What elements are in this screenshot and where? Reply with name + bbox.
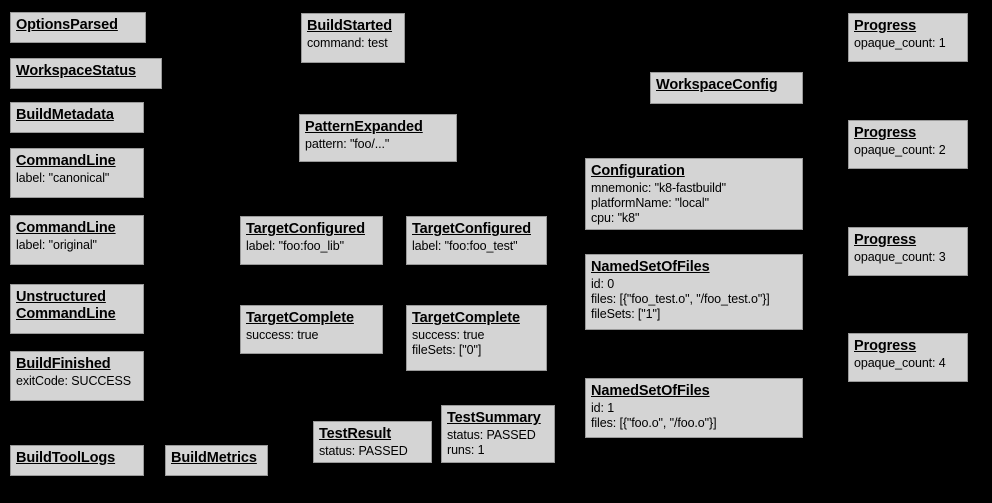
node-title: CommandLine [16,153,116,169]
node-command-line-original[interactable]: CommandLine label: "original" [10,215,144,265]
node-title: Progress [854,338,917,354]
node-fields: command: test [307,36,388,51]
node-title: OptionsParsed [16,17,118,33]
node-title: TestResult [319,426,392,442]
node-title: Unstructured CommandLine [16,289,116,323]
node-test-result[interactable]: TestResult status: PASSED [313,421,432,463]
node-progress-3[interactable]: Progress opaque_count: 3 [848,227,968,276]
node-target-complete-test[interactable]: TargetComplete success: true fileSets: ["… [406,305,547,371]
node-title: Progress [854,18,917,34]
node-test-summary[interactable]: TestSummary status: PASSED runs: 1 [441,405,555,463]
node-title: BuildMetadata [16,107,114,123]
node-title: BuildMetrics [171,450,257,466]
node-title: TargetConfigured [246,221,365,237]
node-named-set-of-files-0[interactable]: NamedSetOfFiles id: 0 files: [{"foo_test.… [585,254,803,330]
node-fields: opaque_count: 1 [854,36,946,51]
node-fields: opaque_count: 2 [854,143,946,158]
node-title: Progress [854,125,917,141]
node-build-tool-logs[interactable]: BuildToolLogs [10,445,144,476]
node-configuration[interactable]: Configuration mnemonic: "k8-fastbuild" pl… [585,158,803,230]
node-fields: pattern: "foo/..." [305,137,390,152]
node-fields: id: 0 files: [{"foo_test.o", "/foo_test.… [591,277,770,321]
node-title: WorkspaceConfig [656,77,778,93]
node-progress-1[interactable]: Progress opaque_count: 1 [848,13,968,62]
node-fields: label: "original" [16,238,97,253]
node-fields: label: "canonical" [16,171,110,186]
node-fields: id: 1 files: [{"foo.o", "/foo.o"}] [591,401,717,430]
node-title: BuildFinished [16,356,111,372]
node-title: WorkspaceStatus [16,63,136,79]
node-target-configured-lib[interactable]: TargetConfigured label: "foo:foo_lib" [240,216,383,265]
node-title: TargetConfigured [412,221,531,237]
node-workspace-config[interactable]: WorkspaceConfig [650,72,803,104]
node-pattern-expanded[interactable]: PatternExpanded pattern: "foo/..." [299,114,457,162]
node-title: NamedSetOfFiles [591,383,710,399]
node-target-configured-test[interactable]: TargetConfigured label: "foo:foo_test" [406,216,547,265]
node-title: TargetComplete [412,310,520,326]
node-unstructured-command-line[interactable]: Unstructured CommandLine [10,284,144,334]
node-title: PatternExpanded [305,119,423,135]
node-title: BuildStarted [307,18,393,34]
node-progress-2[interactable]: Progress opaque_count: 2 [848,120,968,169]
node-fields: opaque_count: 4 [854,356,946,371]
node-title: CommandLine [16,220,116,236]
node-fields: exitCode: SUCCESS [16,374,132,389]
node-fields: opaque_count: 3 [854,250,946,265]
node-fields: mnemonic: "k8-fastbuild" platformName: "… [591,181,727,225]
node-fields: status: PASSED runs: 1 [447,428,536,457]
node-progress-4[interactable]: Progress opaque_count: 4 [848,333,968,382]
node-fields: success: true [246,328,319,343]
node-build-finished[interactable]: BuildFinished exitCode: SUCCESS [10,351,144,401]
node-title: Progress [854,232,917,248]
node-title: NamedSetOfFiles [591,259,710,275]
node-build-metrics[interactable]: BuildMetrics [165,445,268,476]
node-command-line-canonical[interactable]: CommandLine label: "canonical" [10,148,144,198]
node-title: Configuration [591,163,685,179]
node-title: TargetComplete [246,310,354,326]
node-build-started[interactable]: BuildStarted command: test [301,13,405,63]
node-title: BuildToolLogs [16,450,116,466]
node-build-metadata[interactable]: BuildMetadata [10,102,144,133]
node-fields: success: true fileSets: ["0"] [412,328,485,357]
node-title: TestSummary [447,410,541,426]
node-options-parsed[interactable]: OptionsParsed [10,12,146,43]
node-fields: status: PASSED [319,444,408,459]
node-target-complete-lib[interactable]: TargetComplete success: true [240,305,383,354]
node-fields: label: "foo:foo_lib" [246,239,344,254]
node-workspace-status[interactable]: WorkspaceStatus [10,58,162,89]
node-fields: label: "foo:foo_test" [412,239,518,254]
node-named-set-of-files-1[interactable]: NamedSetOfFiles id: 1 files: [{"foo.o", "… [585,378,803,438]
